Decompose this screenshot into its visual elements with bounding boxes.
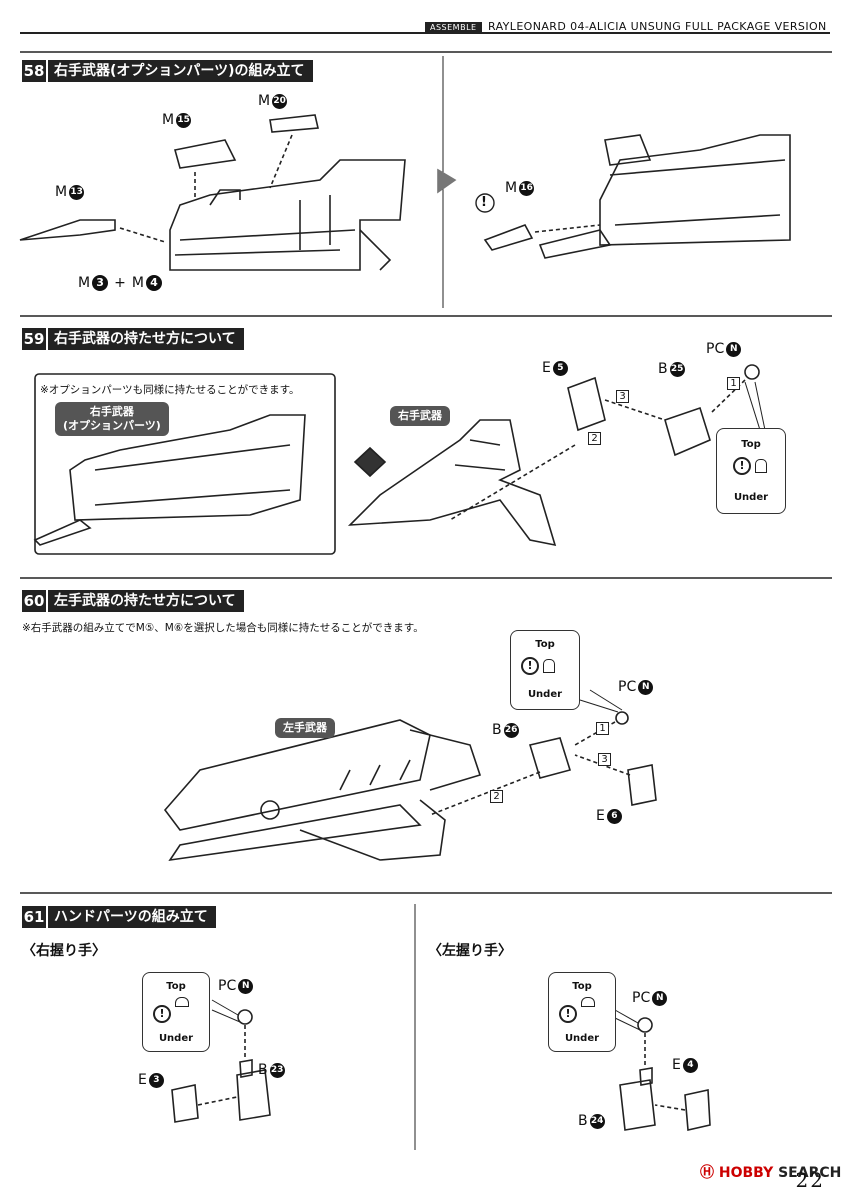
badge-13: 13 <box>69 184 85 200</box>
label-e5: E 5 <box>542 360 568 376</box>
badge-b26: 26 <box>503 722 519 738</box>
rifle-assembly-right <box>475 134 791 259</box>
label-e4: E 4 <box>672 1057 698 1073</box>
label-e6: E 6 <box>596 808 622 824</box>
step-title-58: 右手武器(オプションパーツ)の組み立て <box>48 60 313 82</box>
label-b24: B 24 <box>578 1113 605 1129</box>
callout-option-weapon: 右手武器 (オプションパーツ) <box>55 402 169 436</box>
badge-20: 20 <box>272 93 288 109</box>
right-grip-drawing <box>171 999 271 1123</box>
part-e5 <box>567 376 606 432</box>
top-under-guide-61-left: Top ! Under <box>548 972 616 1052</box>
caution-icon: ! <box>153 1005 171 1023</box>
top-under-guide-60: Top ! Under <box>510 630 580 710</box>
label-e3: E 3 <box>138 1072 164 1088</box>
caution-icon: ! <box>521 657 539 675</box>
step-number-61: 61 <box>22 906 46 928</box>
part-e6 <box>627 764 657 806</box>
left-grip-drawing <box>614 1009 711 1131</box>
callout-left-weapon: 左手武器 <box>275 718 335 738</box>
left-grip-heading: 〈左握り手〉 <box>428 943 512 959</box>
badge-b23: 23 <box>269 1062 285 1078</box>
part-m15-scope <box>173 139 237 169</box>
label-m20: M 20 <box>258 93 288 109</box>
badge-16: 16 <box>519 180 535 196</box>
part-b25-hand <box>664 406 711 457</box>
order-2-59: 2 <box>588 432 601 445</box>
manual-title: RAYLEONARD 04-ALICIA UNSUNG FULL PACKAGE… <box>488 20 827 33</box>
label-m16: M 16 <box>505 180 535 196</box>
order-3-59: 3 <box>616 390 629 403</box>
assemble-tag: ASSEMBLE <box>425 22 482 33</box>
badge-3: 3 <box>92 275 109 291</box>
label-pc-n-59: PC N <box>706 341 742 357</box>
order-1-59: 1 <box>727 377 740 390</box>
step-number-60: 60 <box>22 590 46 612</box>
watermark-logo: Ⓗ HOBBY SEARCH <box>700 1165 842 1181</box>
part-m16-muzzle <box>483 224 534 251</box>
page-number: 22 <box>795 1168 825 1192</box>
badge-4: 4 <box>145 275 162 291</box>
badge-e4: 4 <box>682 1057 698 1073</box>
order-1-60: 1 <box>596 722 609 735</box>
step-arrow <box>437 168 457 194</box>
pc-part-icon <box>755 459 767 473</box>
caution-icon: ! <box>481 195 487 210</box>
right-grip-heading: 〈右握り手〉 <box>22 943 106 959</box>
badge-pc-n: N <box>238 978 254 994</box>
label-m13: M 13 <box>55 184 85 200</box>
badge-15: 15 <box>176 112 192 128</box>
connector-diamond <box>353 446 387 478</box>
caution-icon: ! <box>733 457 751 475</box>
label-pc-n-60: PC N <box>618 679 654 695</box>
pc-part-icon <box>543 659 555 673</box>
label-m15: M 15 <box>162 112 192 128</box>
badge-b25: 25 <box>669 361 685 377</box>
pc-part-icon <box>581 997 595 1007</box>
label-b25: B 25 <box>658 361 685 377</box>
part-pc-n-60 <box>615 711 629 725</box>
step-title-60: 左手武器の持たせ方について <box>48 590 244 612</box>
order-3-60: 3 <box>598 753 611 766</box>
right-weapon-drawing <box>347 419 557 547</box>
pc-part-icon <box>175 997 189 1007</box>
note-60: ※右手武器の組み立てでM⑤、M⑥を選択した場合も同様に持たせることができます。 <box>22 622 424 634</box>
badge-pc-n: N <box>638 679 654 695</box>
label-pc-n-left: PC N <box>632 990 668 1006</box>
step-title-59: 右手武器の持たせ方について <box>48 328 244 350</box>
label-pc-n-right: PC N <box>218 978 254 994</box>
option-weapon-drawing <box>33 414 306 546</box>
note-59: ※オプションパーツも同様に持たせることができます。 <box>40 384 300 396</box>
badge-pc-n: N <box>726 341 742 357</box>
badge-pc-n: N <box>652 990 668 1006</box>
right-hand-parts-59 <box>449 364 766 521</box>
label-m3-plus-m4: M 3 + M 4 <box>78 275 162 291</box>
top-under-guide-61-right: Top ! Under <box>142 972 210 1052</box>
label-b26: B 26 <box>492 722 519 738</box>
option-weapon-frame <box>34 373 336 555</box>
badge-e3: 3 <box>148 1072 164 1088</box>
part-m13-barrel <box>19 219 116 241</box>
step-number-59: 59 <box>22 328 46 350</box>
left-weapon-drawing <box>163 719 482 862</box>
callout-right-weapon: 右手武器 <box>390 406 450 426</box>
step-number-58: 58 <box>22 60 46 82</box>
order-2-60: 2 <box>490 790 503 803</box>
header-rule <box>20 32 830 34</box>
caution-icon: ! <box>559 1005 577 1023</box>
part-m20-rail <box>269 114 319 133</box>
badge-e6: 6 <box>606 808 622 824</box>
rifle-assembly-left <box>19 114 406 271</box>
part-b26-hand <box>528 737 572 779</box>
top-under-guide-59: Top ! Under <box>716 428 786 514</box>
step-title-61: ハンドパーツの組み立て <box>48 906 216 928</box>
part-pc-n <box>744 364 760 380</box>
badge-e5: 5 <box>552 360 568 376</box>
label-b23: B 23 <box>258 1062 285 1078</box>
badge-b24: 24 <box>589 1113 605 1129</box>
